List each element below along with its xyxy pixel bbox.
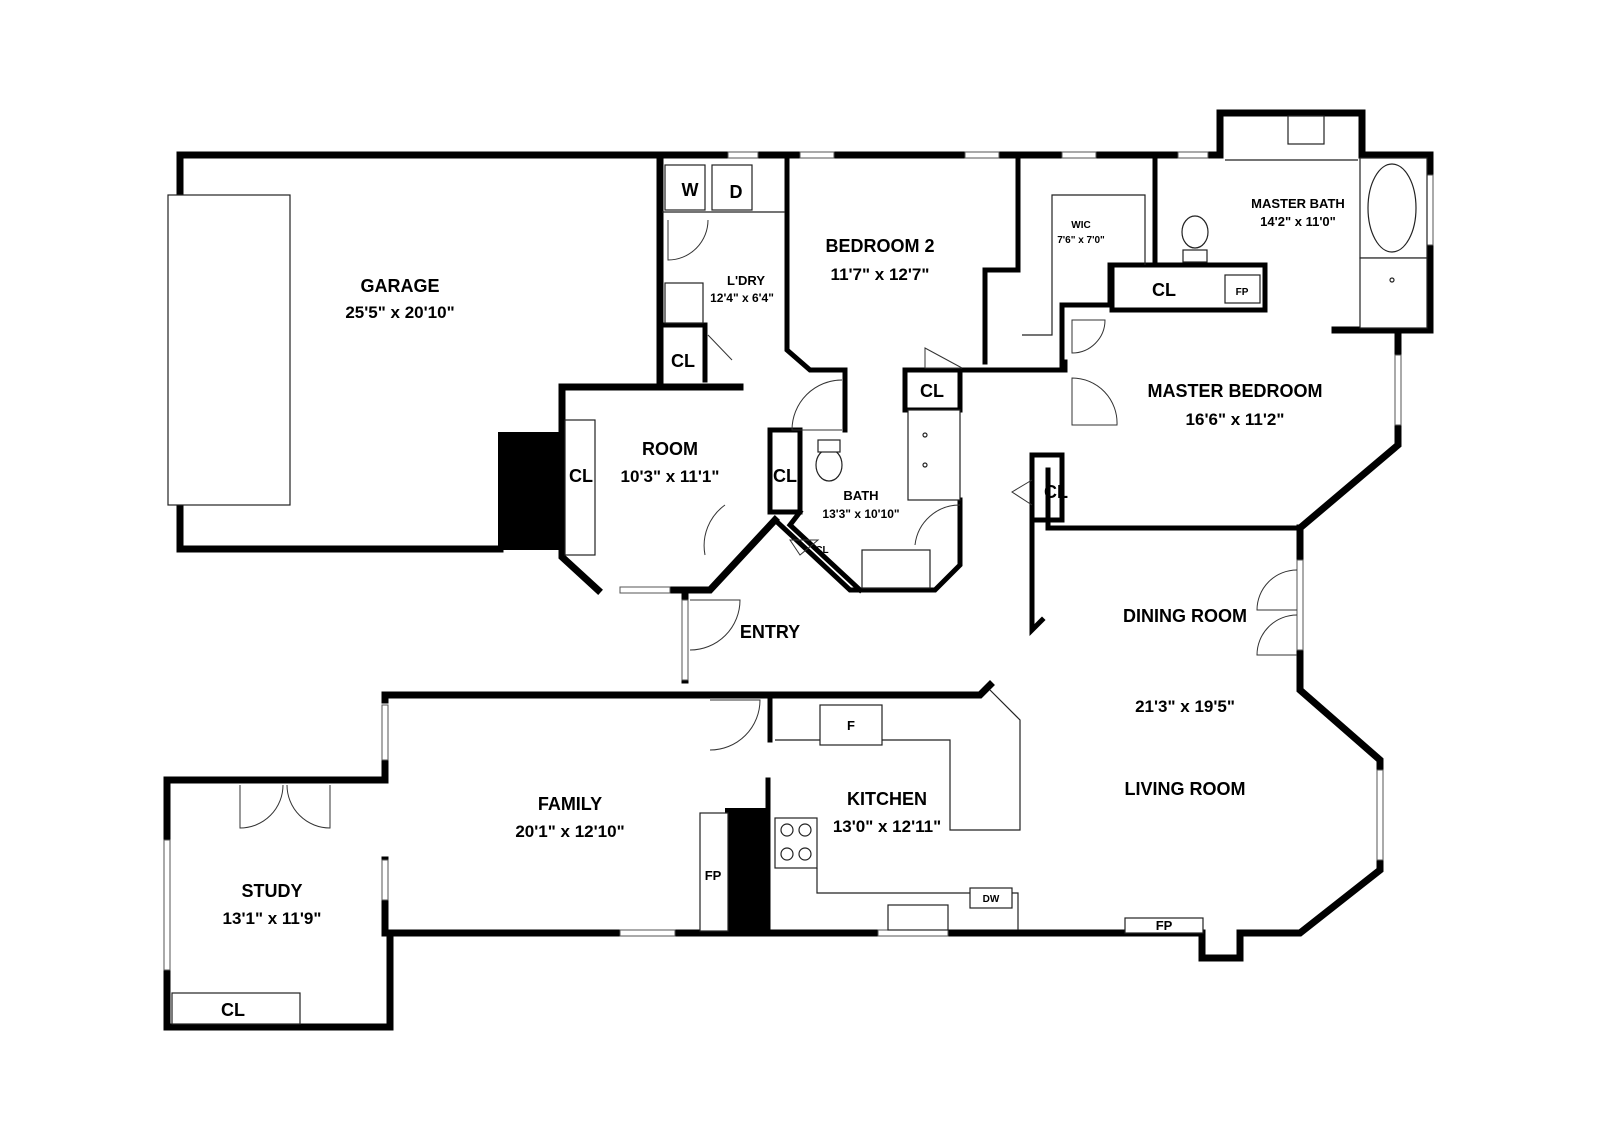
wic-dim: 7'6" x 7'0" [1057,235,1105,246]
master-bath-label: MASTER BATH [1251,196,1345,211]
fridge [819,704,883,746]
wic-label: WIC [1071,220,1090,231]
entry-label: ENTRY [740,622,800,642]
family-dim: 20'1" x 12'10" [515,822,624,841]
laundry-sink-icon [664,282,704,324]
chimney-block [725,808,770,933]
hall-closet-label: CL [920,381,944,401]
washer-label: W [682,180,699,200]
fixture-labels: W D CL CL CL CL CL CL FP CL F DW FP FP C… [221,180,1249,1020]
master-toilet-icon [1181,215,1209,249]
dining-living-dim: 21'3" x 19'5" [1135,697,1235,716]
family-label: FAMILY [538,794,602,814]
garage-step-block [498,432,562,550]
kitchen-dim: 13'0" x 12'11" [833,817,941,836]
laundry-dim: 12'4" x 6'4" [710,291,774,305]
living-fireplace [1124,917,1204,934]
bath-closet-label: CL [773,466,797,486]
dryer-label: D [730,182,743,202]
garage-door [167,194,291,506]
bath-diag-closet-label: CL [815,545,828,556]
dryer [711,164,753,211]
family-fireplace [699,812,729,932]
master-bedroom-dim: 16'6" x 11'2" [1186,410,1285,429]
room-dim: 10'3" x 11'1" [621,467,720,486]
study-label: STUDY [241,881,302,901]
range [774,817,818,869]
master-fp-label: FP [1236,287,1249,298]
doors [239,219,1298,829]
walls [163,109,1434,1031]
dishwasher [969,887,1013,909]
bathtub [907,409,961,501]
study-dim: 13'1" x 11'9" [223,909,322,928]
bath-label: BATH [843,488,878,503]
room-labels: GARAGE 25'5" x 20'10" L'DRY 12'4" x 6'4"… [223,196,1345,928]
living-fp-label: FP [1156,918,1173,933]
bath-sink-icon [861,549,931,589]
fridge-label: F [847,718,855,733]
study-closet [171,992,301,1025]
bath-dim: 13'3" x 10'10" [822,507,899,521]
dishwasher-label: DW [983,894,1000,905]
kitchen-label: KITCHEN [847,789,927,809]
garage-dim: 25'5" x 20'10" [345,303,454,322]
master-closet-label: CL [1152,280,1176,300]
living-room-label: LIVING ROOM [1125,779,1246,799]
master-bath-dim: 14'2" x 11'0" [1260,214,1336,229]
fixtures [171,115,1428,1025]
kitchen-sink-icon [887,904,949,931]
study-closet-label: CL [221,1000,245,1020]
family-fp-label: FP [705,868,722,883]
master-bedroom-label: MASTER BEDROOM [1148,381,1323,401]
washer [664,164,706,211]
bedroom2-dim: 11'7" x 12'7" [831,265,930,284]
laundry-label: L'DRY [727,273,765,288]
garage-label: GARAGE [360,276,439,296]
master-fireplace [1224,274,1261,304]
room-label: ROOM [642,439,698,459]
toilet-icon [815,448,843,482]
dining-room-label: DINING ROOM [1123,606,1247,626]
master-side-closet-label: CL [1044,482,1068,502]
bedroom2-label: BEDROOM 2 [825,236,934,256]
laundry-closet-label: CL [671,351,695,371]
room-closet-label: CL [569,466,593,486]
windows [163,151,1434,971]
master-sink-icon [1287,115,1325,145]
